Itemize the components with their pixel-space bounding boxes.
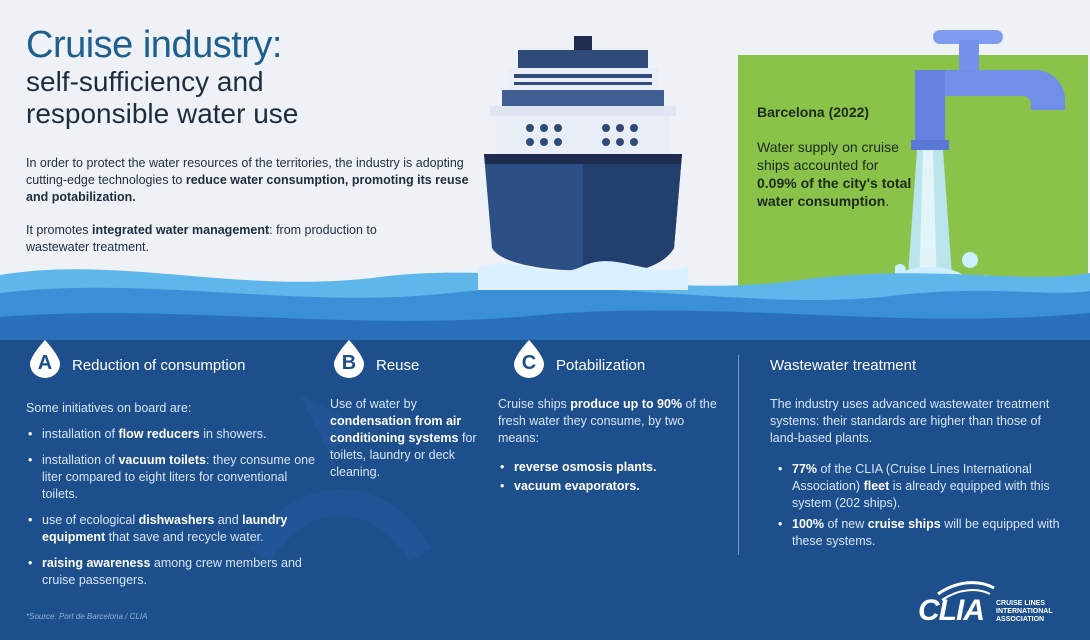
highlight: reverse osmosis plants. [514, 460, 657, 474]
section-b-letter: B [341, 352, 357, 374]
intro2-highlight: integrated water management [92, 223, 270, 237]
text: of new [823, 517, 868, 531]
list-item: use of ecological dishwashers and laundr… [26, 512, 321, 546]
barcelona-title: Barcelona (2022) [757, 104, 870, 120]
intro2-text: It promotes [26, 223, 92, 237]
drop-icon-a [30, 340, 60, 378]
clia-logo-subtitle: CRUISE LINES INTERNATIONAL ASSOCIATION [996, 600, 1053, 623]
highlight: raising awareness [42, 556, 151, 570]
highlight: 77% [792, 462, 818, 476]
text: for toilets, laundry or deck cleaning. [330, 431, 477, 479]
highlight: cruise ships [867, 517, 941, 531]
section-c-letter: C [521, 352, 537, 374]
text: will be equipped with these systems. [792, 517, 1060, 548]
section-d-body: The industry uses advanced wastewater tr… [770, 396, 1070, 559]
text: and [214, 513, 243, 527]
list-item: raising awareness among crew members and… [26, 555, 321, 589]
text: Cruise ships [498, 397, 571, 411]
section-a-lead: Some initiatives on board are: [26, 401, 192, 415]
highlight: 100% [792, 517, 824, 531]
barcelona-stat: Water supply on cruise ships accounted f… [757, 138, 917, 210]
barcelona-highlight: 0.09% of the city's total water consumpt… [757, 175, 912, 209]
list-item: installation of flow reducers in showers… [26, 426, 321, 443]
list-item: installation of vacuum toilets: they con… [26, 452, 321, 503]
clia-logo-text: CLIA [918, 594, 985, 627]
page-title: Cruise industry: [26, 24, 282, 66]
section-c-body: Cruise ships produce up to 90% of the fr… [498, 396, 728, 504]
text: is already equipped with this system (20… [792, 479, 1050, 510]
highlight: laundry equipment [42, 513, 288, 544]
section-c-title: Potabilization [556, 357, 646, 374]
text: : they consume one liter compared to eig… [42, 453, 316, 501]
section-d-text: The industry uses advanced wastewater tr… [770, 397, 1050, 445]
intro-paragraph-2: It promotes integrated water management:… [26, 222, 426, 256]
text: that save and recycle water. [105, 530, 264, 544]
barcelona-text: Water supply on cruise ships accounted f… [757, 139, 899, 173]
list-item: reverse osmosis plants. [498, 459, 728, 476]
list-item: vacuum evaporators. [498, 478, 728, 495]
section-a-body: Some initiatives on board are: installat… [26, 400, 321, 598]
source-note: *Source: Port de Barcelona / CLIA [26, 612, 148, 621]
section-b-body: Use of water by condensation from air co… [330, 396, 490, 481]
section-a-letter: A [37, 352, 53, 374]
text: installation of [42, 427, 119, 441]
list-item: 100% of new cruise ships will be equippe… [776, 516, 1070, 550]
clia-logo-icon [937, 581, 995, 601]
text: installation of [42, 453, 119, 467]
list-item: 77% of the CLIA (Cruise Lines Internatio… [776, 461, 1070, 512]
text: use of ecological [42, 513, 139, 527]
barcelona-end: . [885, 193, 890, 209]
highlight: condensation from air conditioning syste… [330, 414, 462, 445]
text: in showers. [199, 427, 267, 441]
highlight: flow reducers [118, 427, 200, 441]
drop-icon-c [514, 340, 544, 378]
text: Use of water by [330, 397, 417, 411]
intro-text: In order to protect the water resources … [26, 156, 464, 187]
section-b-title: Reuse [376, 357, 420, 374]
highlight: vacuum evaporators. [514, 479, 640, 493]
drop-icon-b [334, 340, 364, 378]
cruise-ship-icon [478, 36, 688, 290]
intro-paragraph: In order to protect the water resources … [26, 155, 476, 206]
highlight: produce up to 90% [570, 397, 683, 411]
section-c-text: Cruise ships produce up to 90% of the fr… [498, 396, 728, 447]
page-subtitle: self-sufficiency and responsible water u… [26, 66, 299, 129]
highlight: dishwashers [138, 513, 215, 527]
text: among crew members and cruise passengers… [42, 556, 302, 587]
section-d-title: Wastewater treatment [770, 357, 917, 374]
section-divider [738, 355, 739, 555]
text: of the CLIA (Cruise Lines International … [792, 462, 1032, 493]
intro2-text-end: : from production to wastewater treatmen… [26, 223, 377, 254]
section-a-title: Reduction of consumption [72, 357, 246, 374]
highlight: fleet [863, 479, 890, 493]
intro-highlight: reduce water consumption, promoting its … [26, 173, 469, 204]
text: of the fresh water they consume, by two … [498, 397, 717, 445]
highlight: vacuum toilets [118, 453, 206, 467]
